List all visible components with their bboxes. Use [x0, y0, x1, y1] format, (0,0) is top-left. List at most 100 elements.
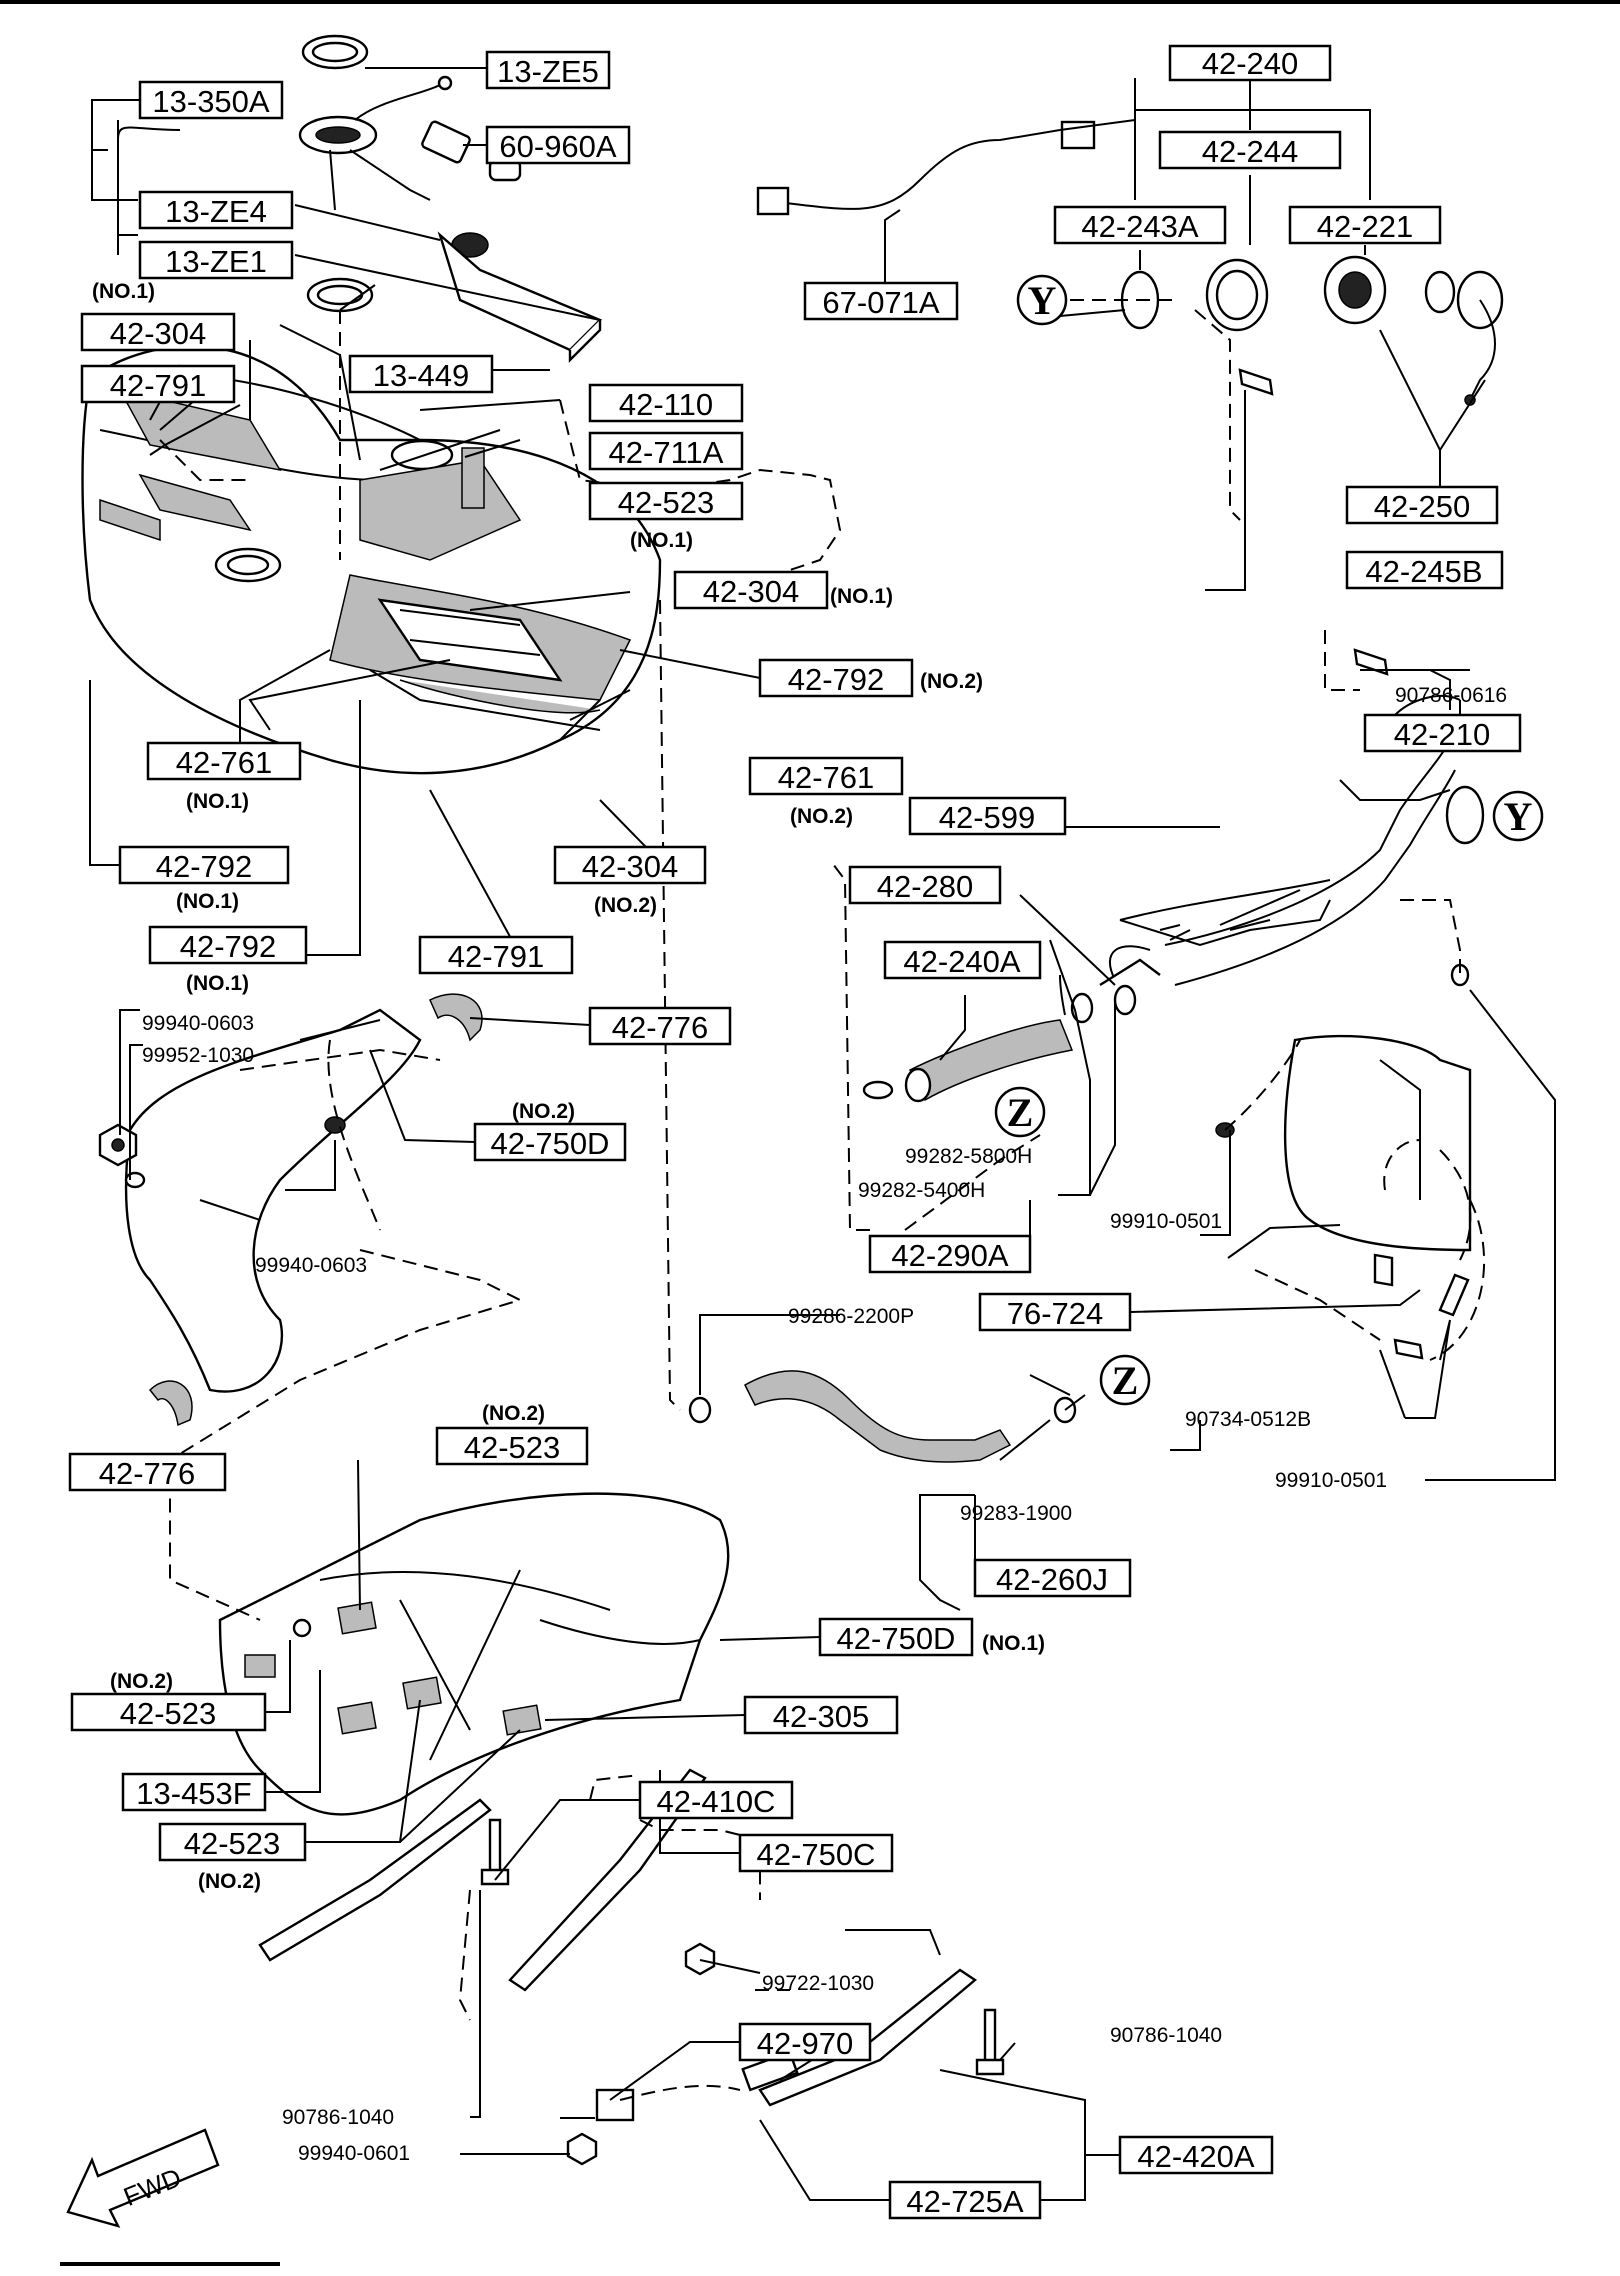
label-42-523-c: 42-523 [70, 1692, 267, 1732]
label-13-ZE4: 13-ZE4 [138, 190, 294, 230]
label-42-792-c: 42-792 [148, 925, 308, 965]
boxed-labels: 13-350A 13-ZE5 60-960A 13-ZE4 13-ZE1 42-… [68, 44, 1522, 2220]
label-42-750D-a: 42-750D [473, 1122, 627, 1162]
label-42-240: 42-240 [1168, 44, 1332, 82]
label-42-410C: 42-410C [638, 1780, 794, 1820]
bottom-rule [60, 2262, 280, 2266]
label-42-260J: 42-260J [973, 1558, 1132, 1598]
callout-letter: Z [1112, 1358, 1139, 1403]
svg-text:42-523: 42-523 [464, 1430, 561, 1465]
note: (NO.1) [982, 1632, 1045, 1655]
label-42-304-c: 42-304 [553, 845, 707, 885]
label-13-ZE1: 13-ZE1 [138, 240, 294, 280]
note: (NO.2) [920, 670, 983, 693]
label-42-750D-b: 42-750D [818, 1617, 974, 1657]
svg-text:42-304: 42-304 [703, 574, 800, 609]
label-42-792-a: 42-792 [758, 658, 914, 698]
insulator-pads [148, 993, 483, 1427]
fuel-tank [81, 345, 662, 775]
svg-text:42-791: 42-791 [110, 368, 207, 403]
note: (NO.2) [482, 1402, 545, 1425]
label-42-791-a: 42-791 [80, 364, 236, 404]
position-notes: (NO.1) (NO.1) (NO.1) (NO.2) (NO.1) (NO.2… [92, 280, 1045, 1893]
pn-90786-1040-b: 90786-1040 [282, 2106, 394, 2129]
pn-99283-1900: 99283-1900 [960, 1502, 1072, 1525]
label-42-970: 42-970 [738, 2022, 872, 2062]
svg-text:42-761: 42-761 [176, 745, 273, 780]
label-42-750C: 42-750C [738, 1833, 894, 1873]
filler-pipe-guard [1215, 963, 1472, 1252]
svg-text:42-750C: 42-750C [757, 1837, 876, 1872]
label-60-960A: 60-960A [485, 125, 631, 165]
label-42-244: 42-244 [1158, 130, 1342, 170]
label-42-791-b: 42-791 [418, 935, 574, 975]
label-67-071A: 67-071A [803, 281, 959, 321]
label-42-523-d: 42-523 [158, 1822, 307, 1862]
note: (NO.1) [186, 790, 249, 813]
svg-text:42-250: 42-250 [1374, 489, 1471, 524]
note: (NO.2) [790, 805, 853, 828]
note: (NO.1) [186, 972, 249, 995]
pn-90786-1040-a: 90786-1040 [1110, 2024, 1222, 2047]
note: (NO.2) [512, 1100, 575, 1123]
pn-99940-0603-a: 99940-0603 [142, 1012, 254, 1035]
callout-z-clamp: Z [1099, 1354, 1151, 1406]
svg-text:42-240: 42-240 [1202, 46, 1299, 81]
label-42-776-b: 42-776 [68, 1452, 227, 1492]
svg-text:42-280: 42-280 [877, 869, 974, 904]
svg-text:76-724: 76-724 [1007, 1296, 1104, 1331]
svg-text:42-599: 42-599 [939, 800, 1036, 835]
callout-z-hose: Z [994, 1086, 1046, 1138]
pn-99940-0601: 99940-0601 [298, 2142, 410, 2165]
label-42-725A: 42-725A [888, 2180, 1042, 2220]
callout-letter: Y [1028, 278, 1057, 323]
svg-text:42-792: 42-792 [156, 849, 253, 884]
label-13-449: 13-449 [348, 354, 494, 394]
svg-text:42-776: 42-776 [612, 1010, 709, 1045]
pn-99952-1030: 99952-1030 [142, 1044, 254, 1067]
svg-text:13-ZE1: 13-ZE1 [165, 244, 267, 279]
pn-99282-5800H: 99282-5800H [905, 1145, 1032, 1168]
svg-text:60-960A: 60-960A [499, 129, 617, 164]
svg-text:42-305: 42-305 [773, 1699, 870, 1734]
nut-washer [98, 1123, 146, 1189]
label-13-ZE5: 13-ZE5 [485, 50, 611, 90]
label-42-792-b: 42-792 [118, 845, 290, 885]
label-42-250: 42-250 [1345, 485, 1499, 525]
note: (NO.2) [198, 1870, 261, 1893]
svg-text:67-071A: 67-071A [822, 285, 940, 320]
label-42-304-b: 42-304 [673, 570, 829, 610]
svg-text:42-260J: 42-260J [996, 1562, 1108, 1597]
callout-letter: Y [1504, 794, 1533, 839]
label-42-420A: 42-420A [1118, 2135, 1274, 2175]
label-76-724: 76-724 [978, 1292, 1132, 1332]
filler-hose-and-clamps [688, 984, 1137, 1463]
note: (NO.1) [630, 529, 693, 552]
note: (NO.2) [110, 1670, 173, 1693]
svg-text:42-750D: 42-750D [491, 1126, 610, 1161]
svg-text:42-304: 42-304 [582, 849, 679, 884]
svg-text:42-792: 42-792 [180, 929, 277, 964]
svg-text:42-523: 42-523 [120, 1696, 217, 1731]
svg-text:42-711A: 42-711A [609, 435, 724, 470]
label-42-523-b: 42-523 [435, 1426, 589, 1466]
forward-arrow: FWD [66, 2128, 220, 2228]
svg-text:42-290A: 42-290A [891, 1238, 1009, 1273]
bolts [480, 368, 1470, 2076]
label-42-305: 42-305 [743, 1695, 899, 1735]
svg-text:42-244: 42-244 [1202, 134, 1299, 169]
svg-text:42-792: 42-792 [788, 662, 885, 697]
label-42-243A: 42-243A [1053, 205, 1227, 245]
top-rule [0, 0, 1620, 4]
note: (NO.1) [92, 280, 155, 303]
pn-99722-1030: 99722-1030 [762, 1972, 874, 1995]
svg-text:42-245B: 42-245B [1365, 554, 1482, 589]
svg-text:13-ZE5: 13-ZE5 [497, 54, 599, 89]
note: (NO.2) [594, 894, 657, 917]
svg-text:42-725A: 42-725A [906, 2184, 1024, 2219]
svg-text:42-761: 42-761 [778, 760, 875, 795]
pn-99286-2200P: 99286-2200P [788, 1305, 914, 1328]
label-42-711A: 42-711A [588, 431, 744, 471]
svg-text:13-350A: 13-350A [152, 84, 270, 119]
